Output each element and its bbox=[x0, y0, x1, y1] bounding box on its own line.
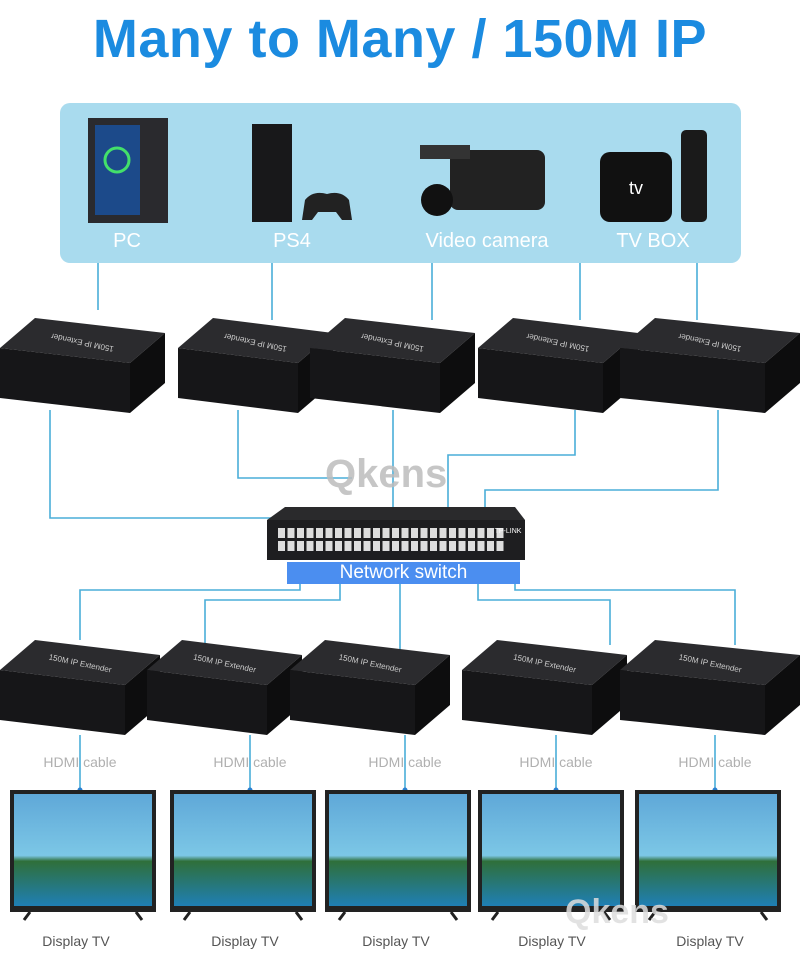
hdmi-receiver: 150M IP Extender bbox=[0, 640, 160, 735]
hdmi-transmitter: 150M IP Extender bbox=[620, 318, 800, 413]
hdmi-transmitter: 150M IP Extender bbox=[478, 318, 638, 413]
display-tv bbox=[10, 790, 156, 921]
tv-box-text: tv bbox=[629, 178, 643, 198]
display-tv bbox=[635, 790, 781, 921]
hdmi-cable-label: HDMI cable bbox=[678, 754, 752, 770]
tv-box-icon: tv bbox=[600, 130, 707, 222]
hdmi-transmitter: 150M IP Extender bbox=[310, 318, 475, 413]
hdmi-receiver: 150M IP Extender bbox=[620, 640, 800, 735]
hdmi-cable-label: HDMI cable bbox=[213, 754, 287, 770]
connection-line bbox=[237, 410, 352, 479]
hdmi-cable-label: HDMI cable bbox=[519, 754, 593, 770]
switch-brand-text: TP-LINK bbox=[495, 528, 522, 535]
network-switch: TP-LINK bbox=[267, 507, 525, 560]
hdmi-cable-label: HDMI cable bbox=[368, 754, 442, 770]
display-tv-label: Display TV bbox=[211, 933, 279, 949]
hdmi-transmitter: 150M IP Extender bbox=[0, 318, 165, 413]
ps4-console-icon bbox=[252, 124, 352, 222]
display-tv-label: Display TV bbox=[676, 933, 744, 949]
hdmi-receiver: 150M IP Extender bbox=[462, 640, 627, 735]
page-title: Many to Many / 150M IP bbox=[92, 9, 708, 69]
source-label-tv-box: TV BOX bbox=[616, 230, 690, 252]
video-camera-icon bbox=[420, 145, 545, 216]
display-tv bbox=[325, 790, 471, 921]
display-tv bbox=[170, 790, 316, 921]
connection-line bbox=[204, 584, 341, 645]
display-tv-label: Display TV bbox=[518, 933, 586, 949]
watermark: Qkens bbox=[325, 452, 448, 496]
source-label-ps4: PS4 bbox=[273, 230, 311, 252]
display-tv bbox=[478, 790, 624, 921]
connection-line bbox=[447, 410, 576, 545]
network-switch-label: Network switch bbox=[287, 562, 520, 584]
watermark: Qkens bbox=[565, 893, 669, 931]
source-label-video-camera: Video camera bbox=[425, 230, 549, 252]
hdmi-receiver: 150M IP Extender bbox=[147, 640, 302, 735]
connection-line bbox=[514, 584, 736, 645]
connection-line bbox=[477, 584, 611, 645]
hdmi-cable-label: HDMI cable bbox=[43, 754, 117, 770]
pc-tower-icon bbox=[88, 118, 168, 223]
connection-line bbox=[49, 410, 318, 519]
hdmi-transmitter: 150M IP Extender bbox=[178, 318, 333, 413]
source-label-pc: PC bbox=[113, 230, 141, 252]
display-tv-label: Display TV bbox=[42, 933, 110, 949]
connection-line bbox=[79, 584, 301, 640]
display-tv-label: Display TV bbox=[362, 933, 430, 949]
hdmi-receiver: 150M IP Extender bbox=[290, 640, 450, 735]
